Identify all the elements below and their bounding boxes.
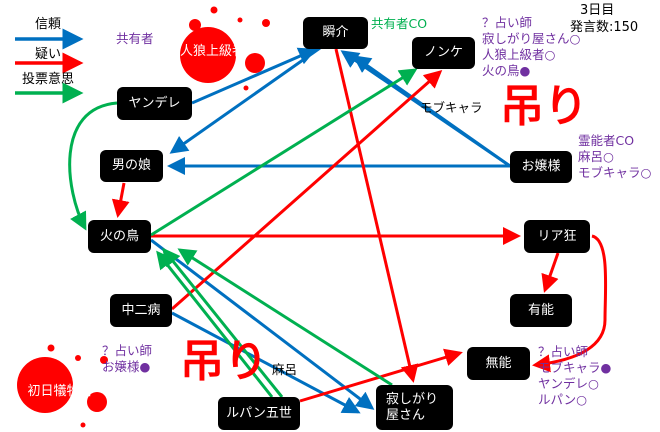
node-lupin: ルパン五世	[218, 397, 300, 430]
legend-doubt-label: 疑い	[35, 47, 62, 62]
hang-mark-1: 吊り	[500, 81, 588, 132]
trust-arrow	[191, 47, 317, 105]
trust-arrow	[150, 238, 375, 410]
note-seer3: ？占い師 モブキャラ● ヤンデレ○ ルパン○	[538, 344, 611, 408]
doubt-arrow	[171, 70, 443, 311]
note-line: 人狼上級者○	[482, 47, 556, 62]
note-line: ルパン○	[538, 392, 588, 407]
doubt-arrow	[532, 234, 608, 373]
note-line: 霊能者CO	[578, 133, 635, 148]
node-hinotori: 火の鳥	[88, 220, 151, 253]
note-line: お嬢様●	[102, 359, 151, 374]
vote-arrow	[162, 247, 284, 398]
trust-arrow	[169, 46, 321, 154]
note-line: 火の鳥●	[482, 63, 531, 78]
note-line: ？占い師	[102, 343, 153, 358]
note-mobukyara: モブキャラ	[420, 100, 483, 115]
note-line: 寂しがり屋さん○	[482, 31, 581, 46]
note-seer2: ？占い師 お嬢様●	[102, 343, 152, 375]
doubt-arrow	[111, 182, 130, 218]
node-sabishigari-line2: 屋さん	[386, 407, 426, 423]
note-line: ？占い師	[482, 15, 533, 30]
blood-splat-jinro	[180, 6, 270, 91]
trust-arrow	[171, 311, 361, 414]
note-maro: 麻呂	[272, 362, 298, 377]
note-line: 麻呂○	[578, 149, 614, 164]
doubt-arrow	[334, 48, 419, 383]
note-kyouyuu: 共有者	[116, 31, 154, 46]
trust-arrow	[352, 55, 511, 168]
node-otokonoko: 男の娘	[100, 150, 163, 182]
day-label: 3日目	[580, 3, 615, 18]
note-line: モブキャラ○	[578, 165, 652, 180]
node-sabishigari: 寂しがり 屋さん	[376, 385, 453, 430]
note-line: モブキャラ●	[538, 360, 612, 375]
node-jinro: 人狼上級者	[179, 44, 245, 59]
vote-arrow	[177, 248, 393, 387]
note-kyouyuu-co: 共有者CO	[371, 16, 428, 31]
node-shonichi: 初日犠牲者	[27, 383, 93, 399]
note-line: ？占い師	[538, 344, 589, 359]
node-sabishigari-line1: 寂しがり	[386, 391, 439, 407]
node-shunsuke: 瞬介	[303, 17, 368, 49]
node-yandere: ヤンデレ	[117, 87, 192, 120]
doubt-arrow	[541, 252, 560, 293]
legend-vote-label: 投票意思	[22, 72, 75, 87]
node-chuunibyou: 中二病	[110, 294, 172, 327]
vote-arrow	[156, 250, 274, 398]
node-munou: 無能	[467, 347, 530, 380]
node-riakyou: リア狂	[524, 220, 590, 253]
node-yuunou: 有能	[510, 294, 572, 327]
vote-arrow	[68, 101, 118, 231]
blood-splat-shonichi	[17, 344, 108, 428]
legend-trust-label: 信頼	[35, 17, 62, 32]
node-ojousama: お嬢様	[510, 151, 572, 183]
hang-mark-2: 吊り	[180, 336, 268, 387]
note-line: ヤンデレ○	[538, 376, 599, 391]
post-count: 発言数:150	[570, 20, 639, 35]
note-seer1: ？占い師 寂しがり屋さん○ 人狼上級者○ 火の鳥●	[482, 15, 580, 79]
note-medium: 霊能者CO 麻呂○ モブキャラ○	[578, 133, 651, 181]
node-nonke: ノンケ	[412, 37, 475, 69]
vote-arrow	[150, 68, 418, 237]
